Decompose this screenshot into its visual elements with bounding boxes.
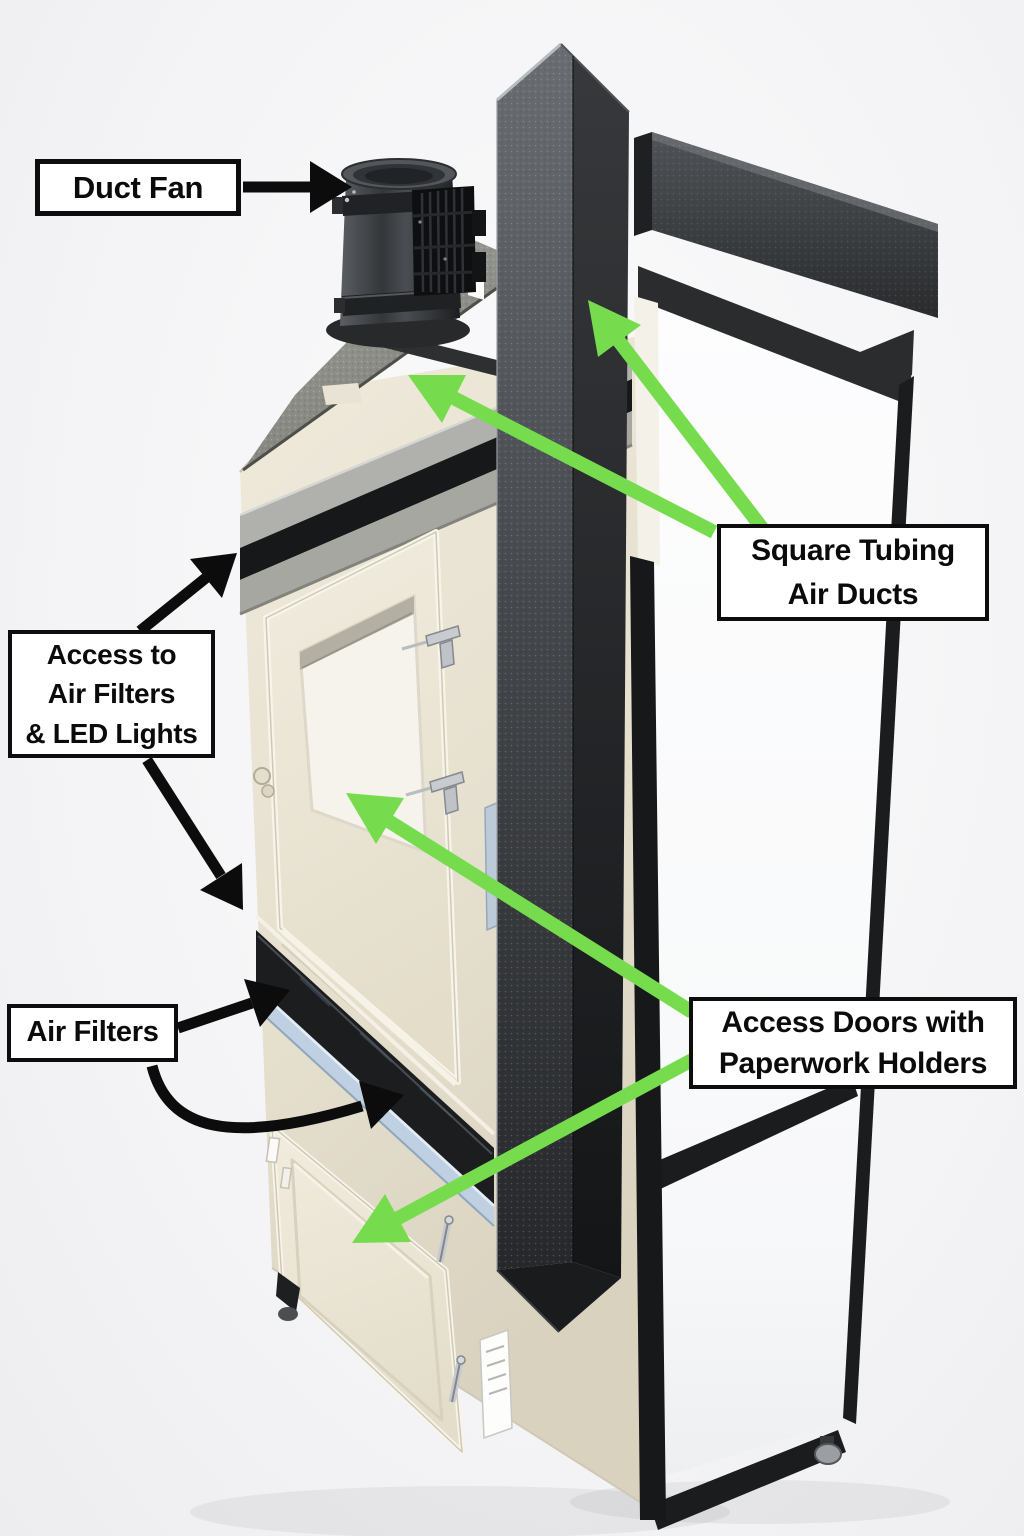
door-window [298,593,428,855]
callout-text: Duct Fan [72,169,204,205]
callout-text: Access to [46,639,177,671]
latch-clip [265,1136,293,1190]
black-arrows [136,161,404,1134]
callout-text: Paperwork Holders [718,1047,988,1080]
square-tube-duct [496,42,630,1333]
duct-fan [326,158,486,348]
green-arrow-square-tubing-2 [408,375,718,539]
callout-square-tubing-air-ducts: Square Tubing Air Ducts [717,524,989,621]
black-arrow-duct-fan [243,161,352,213]
green-arrow-square-tubing-1 [588,300,768,533]
paperwork-holder [479,1328,513,1440]
caster [276,1272,300,1321]
top-plenum-duct [634,132,938,318]
callout-text: & LED Lights [25,717,198,749]
callout-access-air-filters-led: Access to Air Filters & LED Lights [8,630,215,758]
green-arrow-lower-door [352,1053,696,1243]
door-knob [253,767,275,798]
door-latch [401,625,461,670]
green-arrows [346,300,768,1243]
black-arrow-air-filters-1 [176,979,290,1034]
black-arrow-access-bottom [142,757,243,910]
green-arrow-upper-door [346,793,696,1018]
callout-duct-fan: Duct Fan [35,159,241,216]
door-hinge [436,1215,454,1263]
callout-text: Air Ducts [787,577,919,611]
caster [814,1436,842,1465]
door-hinge [448,1355,466,1403]
duct-fan-mount-bracket [412,186,486,296]
callout-text: Air Filters [47,678,176,710]
callout-access-doors-paperwork: Access Doors with Paperwork Holders [689,997,1017,1089]
black-arrow-air-filters-curved [146,1064,404,1134]
black-arrow-access-top [136,553,237,636]
door-latch [405,771,465,816]
callout-text: Access Doors with [721,1005,985,1039]
callout-air-filters: Air Filters [7,1004,178,1062]
callout-text: Air Filters [26,1016,159,1049]
side-panel-bottom-rail [648,1078,858,1192]
side-panel [635,266,914,1530]
callout-text: Square Tubing [751,534,955,567]
floor-shadow [190,1480,950,1536]
